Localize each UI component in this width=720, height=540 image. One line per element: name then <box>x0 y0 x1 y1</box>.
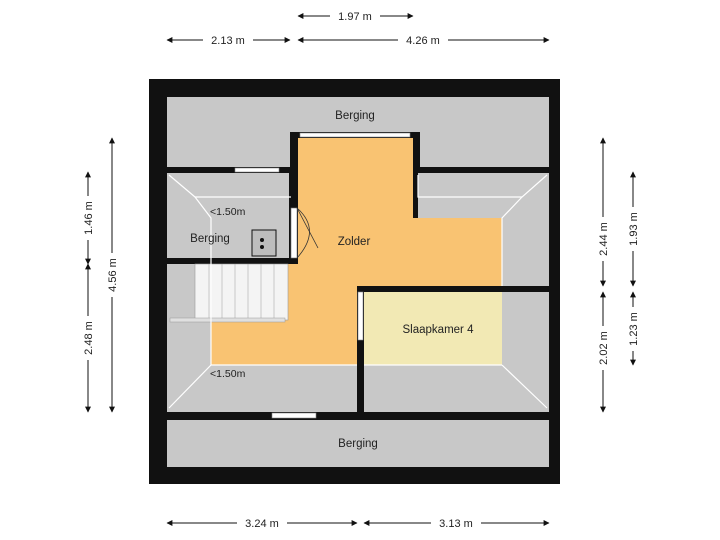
dim-right-upper: 2.44 m <box>598 222 610 256</box>
window-top <box>299 132 411 138</box>
room-label-berging-left: Berging <box>190 233 230 245</box>
wall-top-storage-left <box>167 167 290 173</box>
slaapkamer-area <box>364 292 502 365</box>
slope-lines <box>168 174 548 409</box>
boiler-dot-2 <box>260 245 264 249</box>
room-label-berging-top: Berging <box>335 110 375 122</box>
wall-top-storage-right <box>413 167 549 173</box>
window-left-storage <box>234 167 280 173</box>
room-label-slaapkamer: Slaapkamer 4 <box>403 324 475 336</box>
dim-bottom-left: 3.24 m <box>245 518 279 530</box>
boiler-dot-1 <box>260 238 264 242</box>
wall-zolder-top-right <box>413 132 420 173</box>
dim-left-upper: 1.46 m <box>83 201 95 235</box>
door-leaf <box>296 207 319 249</box>
window-bedroom-left <box>357 291 364 341</box>
wall-bottom-storage <box>167 412 549 420</box>
dim-top-left: 2.13 m <box>211 35 245 47</box>
dim-left-total: 4.56 m <box>107 258 119 292</box>
room-label-berging-bottom: Berging <box>338 438 378 450</box>
door-berging <box>290 207 298 259</box>
room-label-zolder: Zolder <box>338 236 371 248</box>
height-note-top: <1.50m <box>210 206 246 218</box>
boiler-unit <box>251 229 277 257</box>
window-bottom <box>271 412 317 419</box>
dim-top-small: 1.97 m <box>338 11 372 23</box>
wall-bedroom-top <box>357 286 549 292</box>
height-note-bottom: <1.50m <box>210 368 246 380</box>
wall-berging-left-bottom <box>167 258 298 264</box>
wall-bedroom-left <box>357 286 364 412</box>
dim-right-inner-upper: 1.93 m <box>628 212 640 246</box>
dim-right-inner-lower: 1.23 m <box>628 312 640 346</box>
dim-right-lower: 2.02 m <box>598 331 610 365</box>
wall-zolder-left <box>290 132 298 264</box>
dim-left-lower: 2.48 m <box>83 321 95 355</box>
dim-top-right: 4.26 m <box>406 35 440 47</box>
dim-bottom-right: 3.13 m <box>439 518 473 530</box>
berging-bottom-area <box>167 420 549 467</box>
